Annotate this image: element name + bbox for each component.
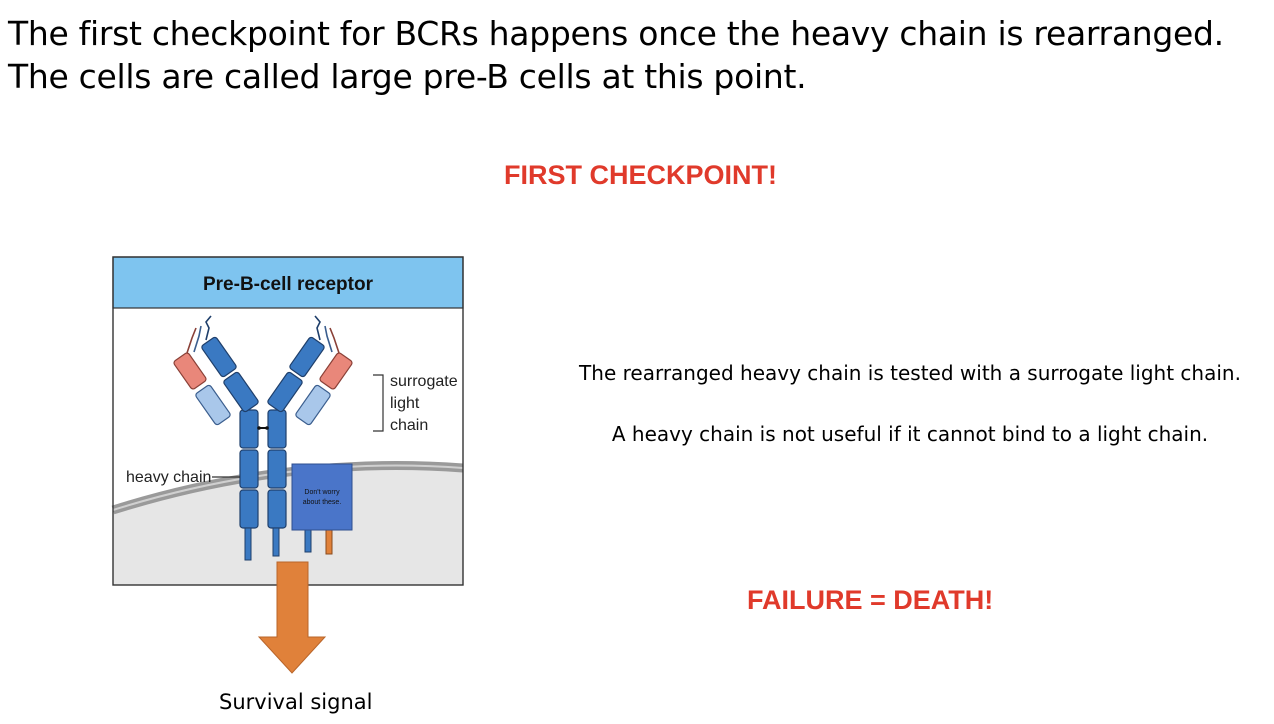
diagram-header-band	[112, 256, 464, 309]
description-1: The rearranged heavy chain is tested wit…	[579, 361, 1241, 385]
heavy-chain-label: heavy chain	[126, 469, 211, 486]
heavy-chain-left-arm	[201, 336, 259, 413]
slide-title: The first checkpoint for BCRs happens on…	[8, 12, 1224, 98]
surrogate-light-chain-right	[295, 352, 353, 426]
heavy-chain-right-arm	[267, 336, 325, 413]
note-line-1: Don't worry	[304, 489, 340, 496]
failure-label: FAILURE = DEATH!	[747, 585, 994, 615]
disulfide-bond	[257, 426, 269, 430]
surrogate-bracket	[373, 374, 384, 432]
diagram-header: Pre-B-cell receptor	[203, 274, 374, 295]
surrogate-label-line-2: light	[390, 395, 420, 412]
note-box	[291, 463, 353, 531]
description-2: A heavy chain is not useful if it cannot…	[611, 422, 1209, 446]
title-line-1: The first checkpoint for BCRs happens on…	[8, 14, 1224, 53]
surrogate-label-line-3: chain	[390, 417, 428, 434]
cytoplasm-region	[113, 465, 463, 585]
checkpoint-label: FIRST CHECKPOINT!	[504, 160, 777, 190]
cell-membrane-highlight	[112, 464, 464, 511]
note-line-2: about these.	[303, 499, 342, 506]
survival-label: Survival signal	[219, 690, 373, 714]
title-line-2: The cells are called large pre-B cells a…	[8, 57, 807, 96]
survival-signal-arrow	[257, 561, 327, 674]
surrogate-label-line-1: surrogate	[390, 373, 458, 390]
surrogate-light-chain-left	[173, 352, 231, 426]
variable-region-tips	[186, 315, 340, 354]
receptor-tails	[244, 527, 333, 561]
heavy-chain-stem	[239, 409, 287, 529]
